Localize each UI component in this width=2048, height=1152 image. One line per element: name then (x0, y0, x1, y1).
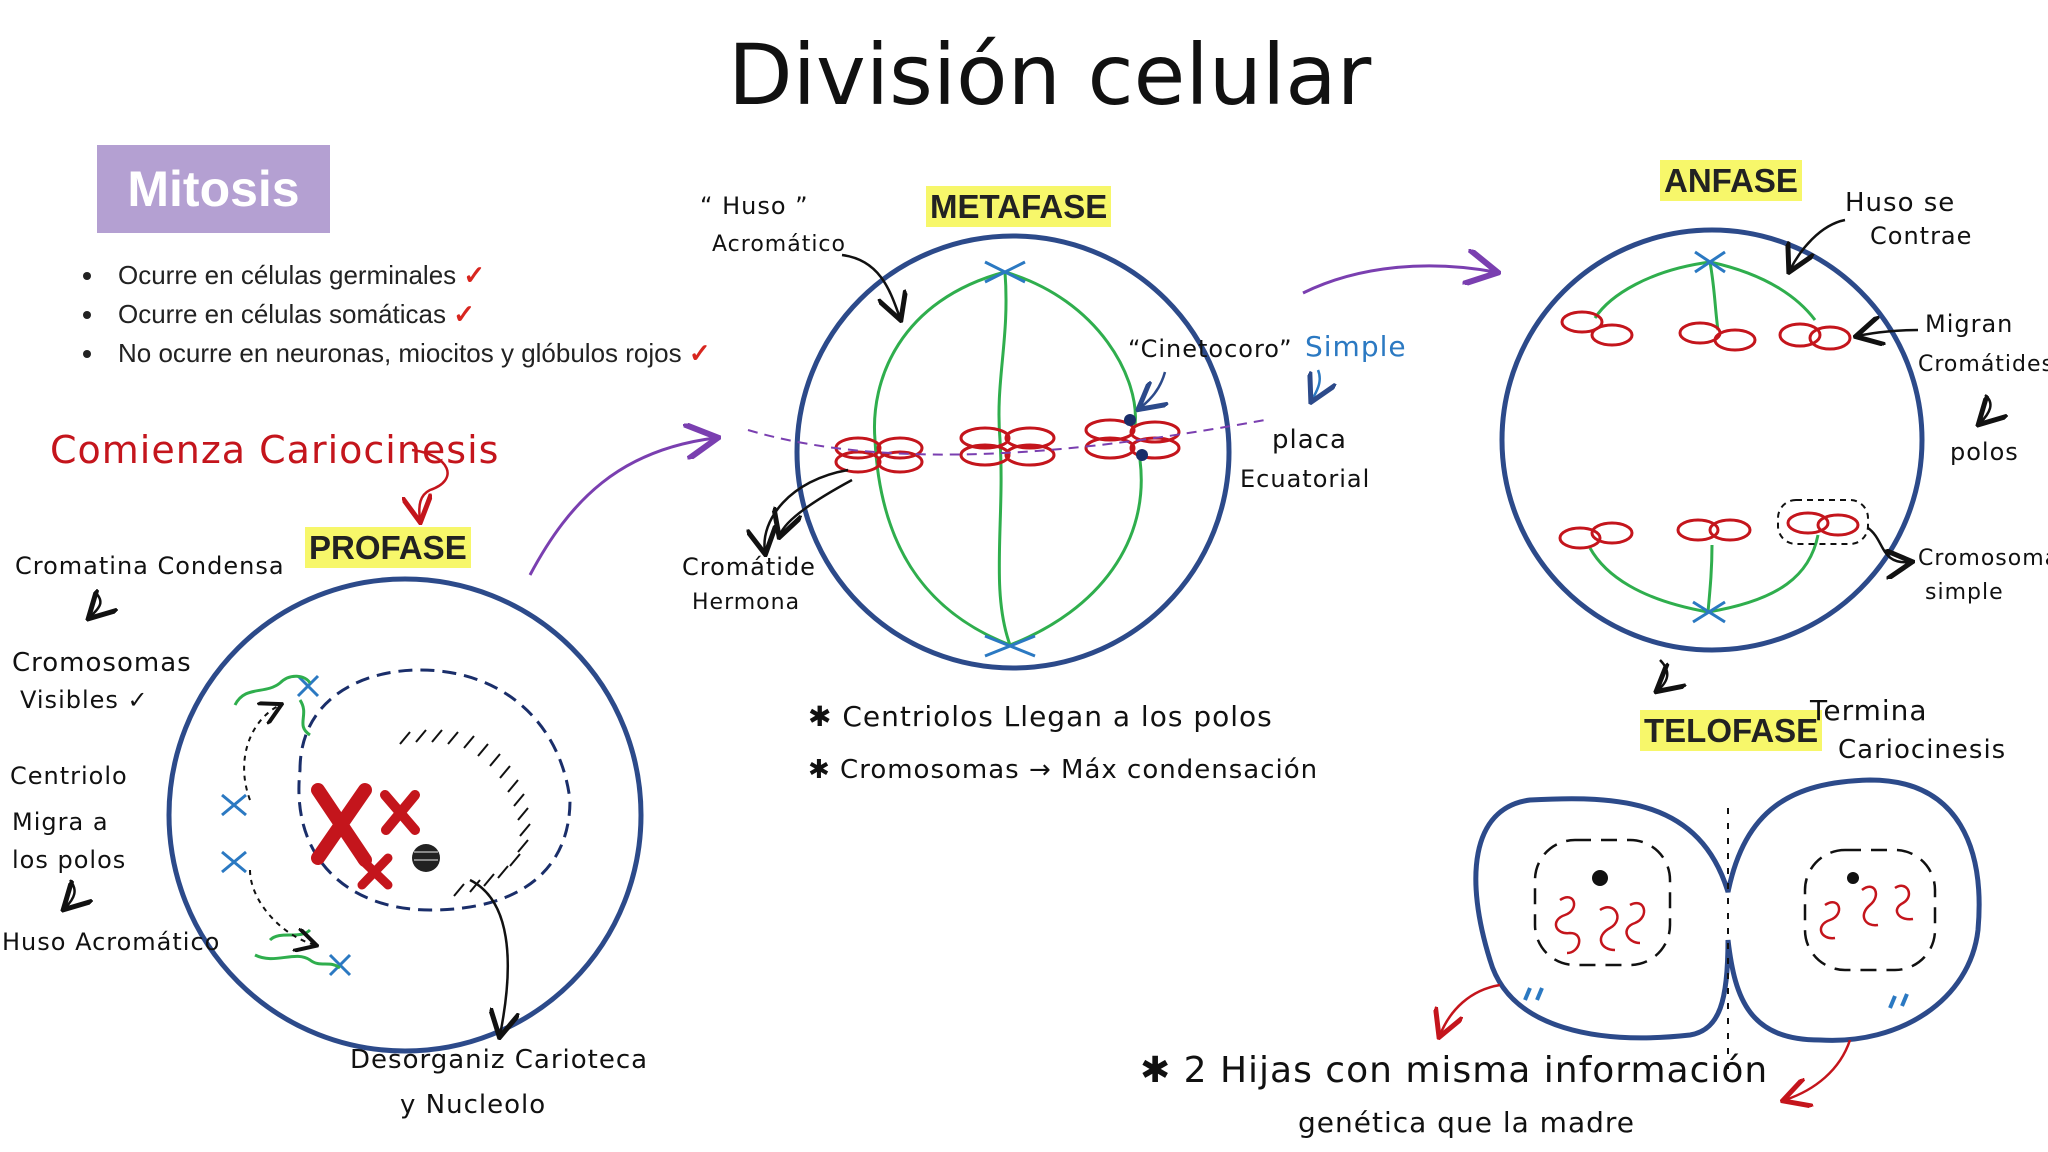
phase-label-profase: PROFASE (305, 527, 471, 569)
daughter-nucleus-left (1533, 838, 1672, 967)
anafase-centrioles (1692, 250, 1726, 624)
check-icon: ✓ (688, 338, 711, 368)
anafase-spindle (1588, 260, 1820, 614)
note-genetica: genética que la madre (1298, 1106, 1635, 1139)
metafase-chromosomes (834, 418, 1181, 474)
profase-chromosomes (311, 783, 420, 890)
bullet-item: Ocurre en células germinales ✓ (106, 260, 711, 291)
centrioles (221, 674, 352, 977)
daughter-nucleus-right (1803, 848, 1937, 972)
nucleolus (412, 844, 440, 872)
note-polos-anafase: polos (1950, 438, 2019, 466)
note-hermona: Hermona (692, 590, 801, 615)
telofase-cells (1473, 777, 1982, 1080)
note-cromosomas-max: ✱ Cromosomas → Máx condensación (808, 755, 1319, 785)
phase-label-telofase: TELOFASE (1640, 710, 1823, 752)
check-icon: ✓ (453, 299, 476, 329)
note-migra: Migra a (12, 808, 109, 836)
check-icon: ✓ (463, 260, 486, 290)
note-huso-acromatico: Huso Acromático (2, 928, 221, 956)
note-contrae: Contrae (1870, 222, 1973, 250)
bullet-item: Ocurre en células somáticas ✓ (106, 299, 711, 330)
metafase-centrioles (984, 260, 1036, 658)
anafase-chromosomes (1558, 310, 1860, 550)
profase-cell (166, 576, 644, 1054)
note-hijas: ✱ 2 Hijas con misma información (1140, 1050, 1769, 1091)
note-nucleolo: y Nucleolo (400, 1090, 547, 1120)
note-cariocinesis: Cariocinesis (1838, 735, 2007, 765)
note-desorganiz: Desorganiz Carioteca (350, 1045, 649, 1075)
phase-label-anafase: ANFASE (1660, 160, 1802, 202)
mitosis-label: Mitosis (97, 145, 330, 233)
note-cromosomas: Cromosomas (12, 648, 192, 678)
note-visibles: Visibles ✓ (20, 686, 149, 714)
note-acromatico: Acromático (712, 232, 846, 257)
note-placa: placa (1272, 425, 1347, 455)
page-title: División celular (728, 26, 1372, 124)
note-centriolo: Centriolo (10, 762, 128, 790)
note-ecuatorial: Ecuatorial (1240, 465, 1371, 493)
anafase-cell-membrane (1499, 227, 1925, 653)
note-huso-se: Huso se (1845, 188, 1956, 218)
telofase-centrioles (1523, 987, 1909, 1009)
note-comienza-cariocinesis: Comienza Cariocinesis (50, 428, 500, 472)
note-cromosoma-simple: simple (1925, 580, 2004, 605)
note-termina: Termina (1810, 694, 1928, 727)
phase-label-metafase: METAFASE (926, 186, 1112, 228)
note-polos: los polos (12, 846, 127, 874)
note-cromatina: Cromatina Condensa (15, 552, 285, 580)
profase-cell-membrane (166, 576, 644, 1054)
note-cinetocoro: “Cinetocoro” (1128, 335, 1293, 363)
cromosoma-simple-outline (1777, 499, 1869, 545)
note-centriolos-llegan: ✱ Centriolos Llegan a los polos (808, 700, 1273, 733)
telofase-membrane (1473, 777, 1982, 1043)
bullet-item: No ocurre en neuronas, miocitos y glóbul… (106, 338, 711, 369)
note-cromosoma: Cromosoma (1918, 546, 2048, 571)
note-cromatides: Cromátides (1918, 352, 2048, 377)
telofase-chromatin (1554, 884, 1914, 955)
nuclear-envelope (297, 668, 572, 912)
metafase-cell-membrane (794, 233, 1232, 671)
equatorial-plate (747, 419, 1266, 456)
carioteca-breakdown-marks (399, 729, 531, 897)
note-cromatide: Cromátide (682, 553, 816, 581)
spindle-fibers-forming (233, 674, 341, 970)
anafase-cell (1499, 227, 1925, 653)
note-migran: Migran (1925, 310, 2014, 338)
metafase-cell (747, 233, 1266, 671)
note-simple: Simple (1305, 330, 1407, 363)
note-huso-quoted: “ Huso ” (700, 192, 809, 220)
mitosis-bullet-list: Ocurre en células germinales ✓ Ocurre en… (70, 260, 711, 377)
